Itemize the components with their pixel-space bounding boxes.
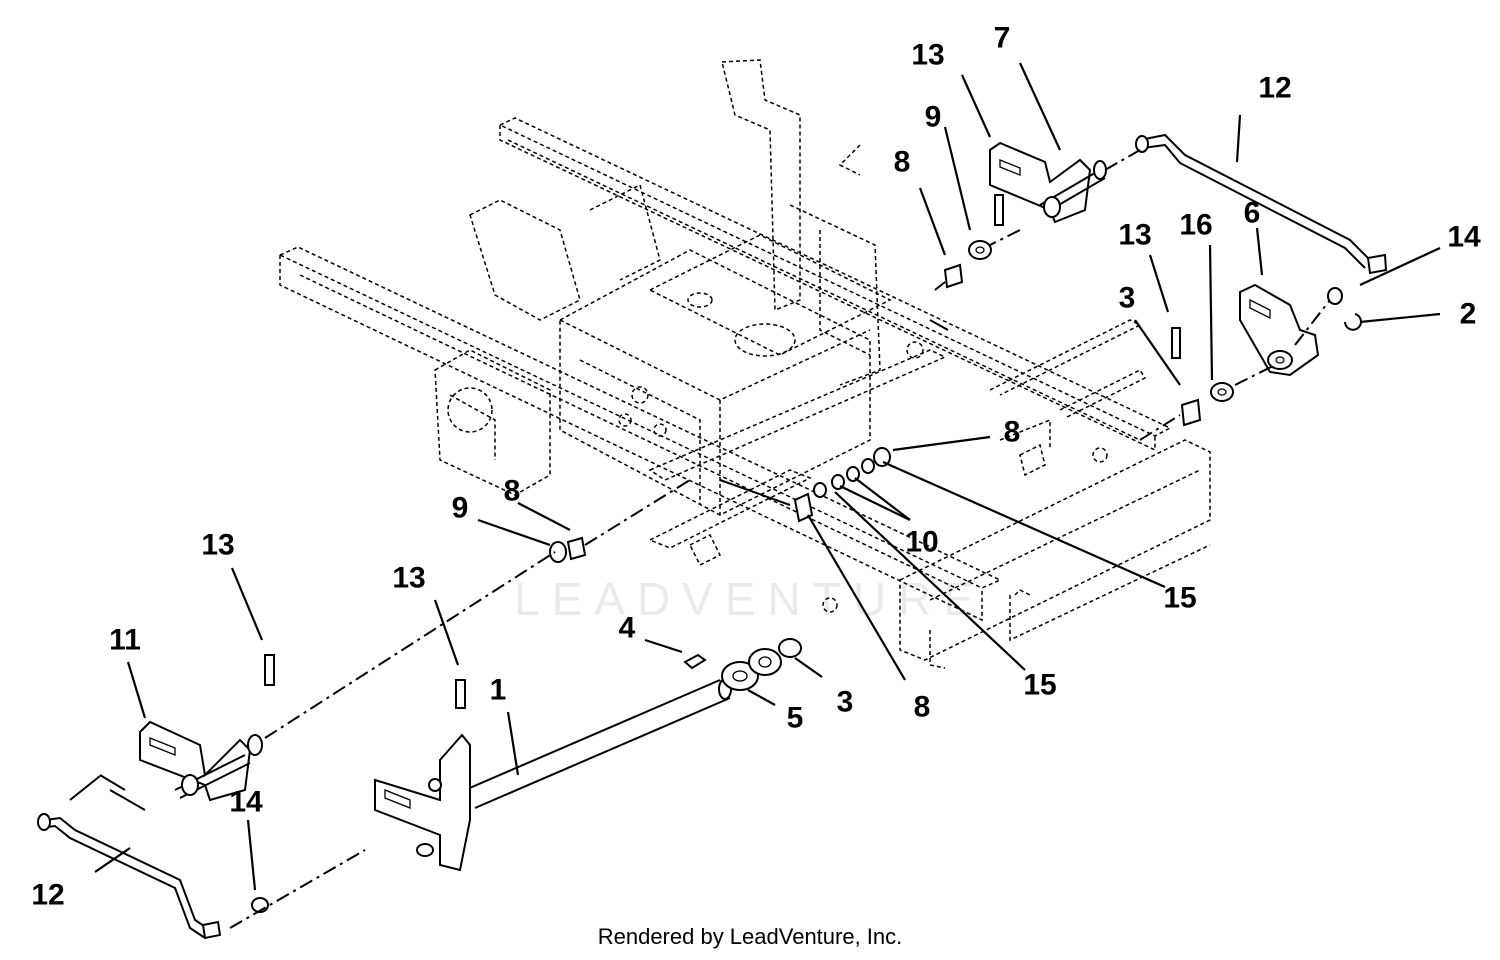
callout-12-top: 12 [1258,72,1291,105]
callout-13-left: 13 [201,529,234,562]
callout-11: 11 [109,624,141,657]
right-arm-assembly [1171,283,1320,427]
lift-shaft-assembly [374,638,802,872]
frame-assembly [278,59,1211,669]
callout-15-right: 15 [1163,582,1196,615]
callout-3-lower: 3 [837,686,854,719]
callout-16: 16 [1179,209,1212,242]
callout-13-top: 13 [911,39,944,72]
callout-9-top: 9 [925,101,942,134]
left-arm-assembly [139,654,466,802]
callout-3-upper: 3 [1119,282,1136,315]
upper-right-arm-assembly [943,141,1107,289]
callout-8-top: 8 [894,146,911,179]
callout-9-left: 9 [452,492,469,525]
callout-13-right: 13 [1118,219,1151,252]
callout-8-left: 8 [504,475,521,508]
callout-13-center: 13 [392,562,425,595]
callout-12-bottom: 12 [31,879,64,912]
callout-1: 1 [490,674,507,707]
callout-7: 7 [994,22,1011,55]
callout-14-right: 14 [1447,221,1481,254]
callout-15-lower: 15 [1023,669,1056,702]
callout-2: 2 [1460,298,1477,331]
callout-8-lower: 8 [914,691,931,724]
callout-labels: 1 2 3 3 4 5 6 7 8 8 8 8 9 9 10 11 12 12 … [31,22,1481,912]
footer-credit: Rendered by LeadVenture, Inc. [597,924,903,949]
callout-14-left: 14 [229,786,263,819]
leader-lines [94,62,1441,891]
upper-right-rod-assembly [1135,133,1388,331]
callout-5: 5 [787,702,804,735]
callout-6: 6 [1244,197,1261,230]
watermark-text: LEADVENTURE [514,573,986,625]
callout-4: 4 [619,612,636,645]
assembly-lines [69,149,1331,929]
callout-8-center: 8 [1004,416,1021,449]
callout-10: 10 [905,526,938,559]
left-rod-assembly [37,813,269,940]
